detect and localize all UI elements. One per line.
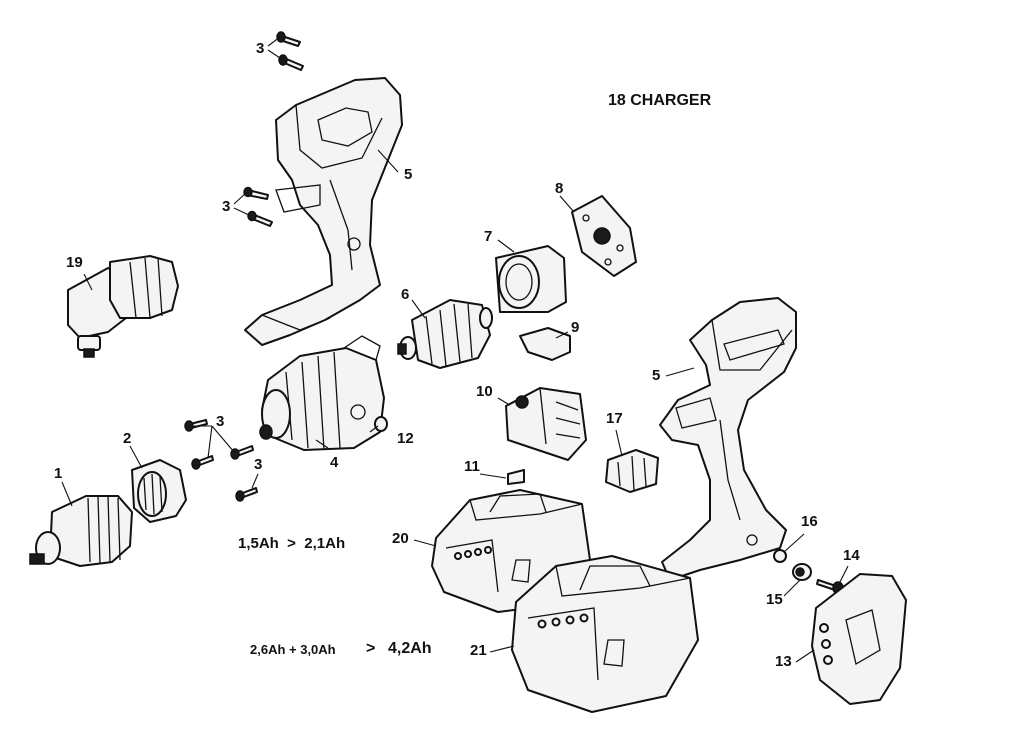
- magnet-sleeve-7: [495, 245, 567, 313]
- callout-3-mid: 3: [222, 198, 231, 215]
- small-pad-11: [507, 469, 525, 485]
- callout-12: 12: [397, 430, 414, 447]
- battery-note-large-arrow: >: [366, 640, 376, 657]
- end-plate-8: [571, 195, 637, 277]
- leader-lines: [61, 36, 849, 663]
- callout-3-top: 3: [256, 40, 265, 57]
- switch-bracket-9: [519, 327, 571, 361]
- nut-16: [773, 549, 787, 563]
- callout-5-left: 5: [404, 166, 413, 183]
- battery-note-large-in: 2,6Ah + 3,0Ah: [250, 642, 336, 657]
- callout-20: 20: [392, 530, 409, 547]
- screw-3-mid-lower: [247, 210, 273, 227]
- housing-half-5-right: [659, 297, 797, 581]
- washer-12: [374, 416, 388, 432]
- screw-3-top-lower: [278, 54, 304, 71]
- battery-note-large-out: 4,2Ah: [388, 640, 432, 657]
- callout-2: 2: [123, 430, 132, 447]
- callout-14: 14: [843, 547, 860, 564]
- bushing-15: [792, 563, 812, 581]
- callout-3-bottom: 3: [254, 456, 263, 473]
- screw-3-mid-upper: [243, 186, 269, 200]
- contact-block-17: [605, 449, 659, 493]
- callout-9: 9: [571, 319, 580, 336]
- gearbox-4: [259, 335, 385, 451]
- callout-21: 21: [470, 642, 487, 659]
- trigger-switch-10: [505, 387, 587, 461]
- screw-3-low-a: [184, 419, 208, 432]
- callout-10: 10: [476, 383, 493, 400]
- callout-11: 11: [464, 458, 480, 475]
- screw-3-low-d: [235, 487, 258, 502]
- callout-4: 4: [330, 454, 339, 471]
- callout-16: 16: [801, 513, 818, 530]
- belt-clip-13: [811, 573, 907, 705]
- callout-17: 17: [606, 410, 623, 427]
- armature-rotor-6: [397, 299, 493, 369]
- screw-3-low-c: [230, 445, 254, 460]
- callout-15: 15: [766, 591, 783, 608]
- screw-3-top-upper: [276, 31, 301, 47]
- callout-13: 13: [775, 653, 792, 670]
- battery-pack-21: [511, 555, 699, 713]
- callout-8: 8: [555, 180, 564, 197]
- callout-7: 7: [484, 228, 493, 245]
- callout-6: 6: [401, 286, 410, 303]
- angle-attachment-19: [67, 255, 179, 358]
- gear-ring-2: [131, 459, 187, 523]
- battery-note-small: 1,5Ah > 2,1Ah: [238, 535, 346, 552]
- callout-1: 1: [54, 465, 63, 482]
- callout-19: 19: [66, 254, 83, 271]
- callout-3-low: 3: [216, 413, 225, 430]
- screw-3-low-b: [191, 455, 214, 470]
- housing-half-5-left: [244, 77, 403, 346]
- charger-label: 18 CHARGER: [608, 92, 712, 109]
- drill-chuck-1: [29, 495, 133, 567]
- callout-5-right: 5: [652, 367, 661, 384]
